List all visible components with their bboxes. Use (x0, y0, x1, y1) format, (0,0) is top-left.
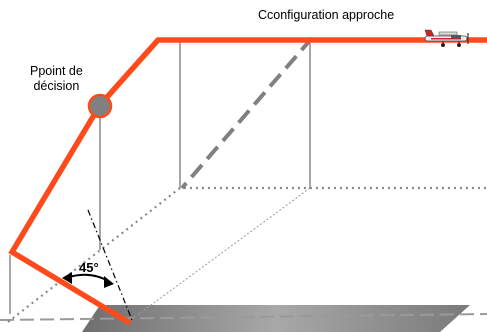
angle-reference-line (87, 209, 133, 321)
angle-arc (65, 273, 111, 283)
runway (82, 305, 470, 332)
decision-point-label: Ppoint de décision (30, 64, 83, 94)
decision-point-label-line2: décision (33, 79, 80, 93)
angle-arrow-right (104, 276, 114, 288)
glide-slope-dashed (180, 36, 314, 190)
projection-dotted-thin (127, 187, 311, 323)
decision-point-label-line1: Ppoint de (30, 64, 83, 78)
angle-arrow-left (62, 272, 72, 284)
aircraft-icon (424, 29, 469, 47)
ground-dashed-line (0, 313, 487, 321)
angle-label: 45° (79, 260, 99, 275)
approach-configuration-label: Cconfiguration approche (258, 8, 395, 22)
flight-path (8, 37, 487, 326)
decision-point-marker (87, 93, 113, 119)
ground-projection-dotted (7, 186, 487, 323)
